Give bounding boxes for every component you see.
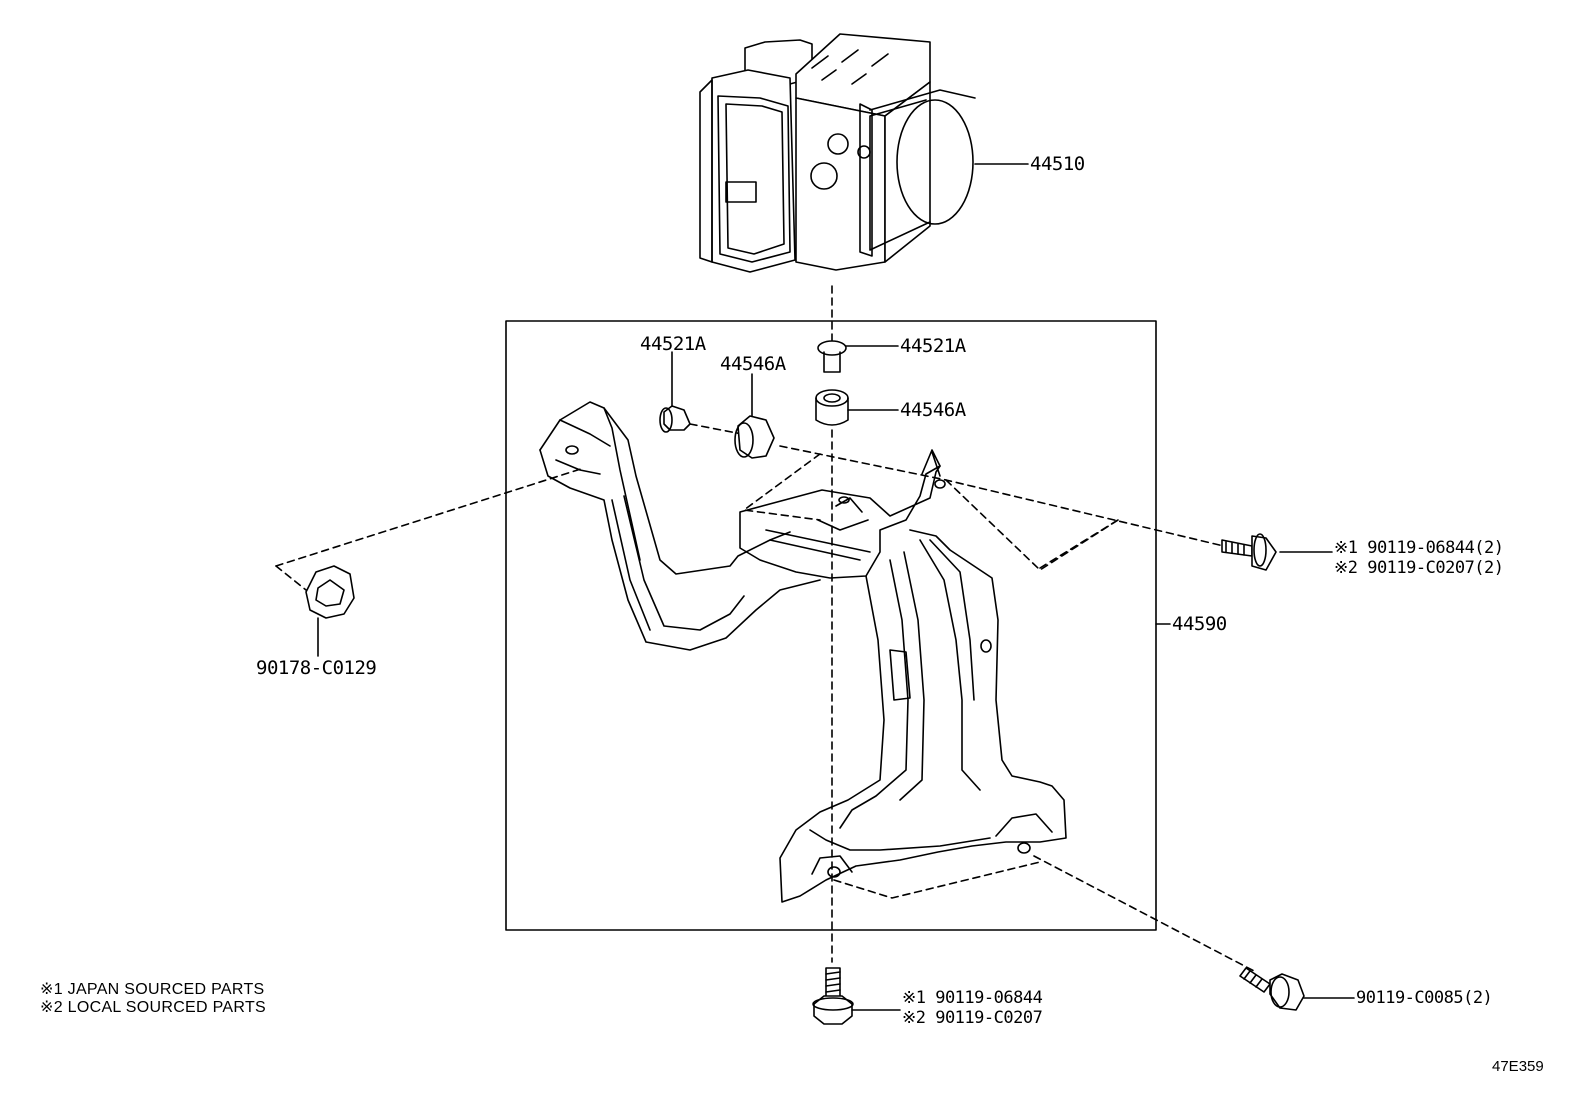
diagram-code: 47E359: [1492, 1058, 1544, 1075]
label-bolt-bottom-1[interactable]: ※1 90119-06844: [902, 988, 1043, 1008]
collar-left-illustration: [659, 351, 691, 433]
label-bolt-lower-right[interactable]: 90119-C0085(2): [1356, 988, 1493, 1008]
label-bolt-right-1[interactable]: ※1 90119-06844(2): [1334, 538, 1504, 558]
cushion-left-illustration: [734, 373, 775, 459]
note-japan-sourced: ※1 JAPAN SOURCED PARTS: [40, 981, 265, 998]
bracket-assembly-box: [505, 320, 1157, 931]
bolt-lower-right-illustration: [1239, 967, 1355, 1011]
label-collar-left[interactable]: 44521A: [640, 333, 706, 355]
label-nut[interactable]: 90178-C0129: [256, 657, 377, 679]
label-bolt-right-2[interactable]: ※2 90119-C0207(2): [1334, 558, 1504, 578]
collar-right-illustration: [817, 340, 899, 373]
label-cushion-right[interactable]: 44546A: [900, 399, 966, 421]
abs-actuator-illustration: [699, 33, 976, 273]
bracket-illustration: [539, 401, 1067, 903]
note-local-sourced: ※2 LOCAL SOURCED PARTS: [40, 999, 266, 1016]
bolt-bottom-illustration: [812, 967, 901, 1025]
label-cushion-left[interactable]: 44546A: [720, 353, 786, 375]
bolt-right-illustration: [1221, 533, 1333, 571]
nut-illustration: [305, 565, 355, 657]
label-abs-actuator[interactable]: 44510: [1030, 153, 1085, 175]
label-bracket[interactable]: 44590: [1172, 613, 1227, 635]
label-bolt-bottom-2[interactable]: ※2 90119-C0207: [902, 1008, 1043, 1028]
label-collar-right[interactable]: 44521A: [900, 335, 966, 357]
dashed-connection-lines: [275, 423, 1257, 973]
cushion-right-illustration: [815, 389, 899, 426]
